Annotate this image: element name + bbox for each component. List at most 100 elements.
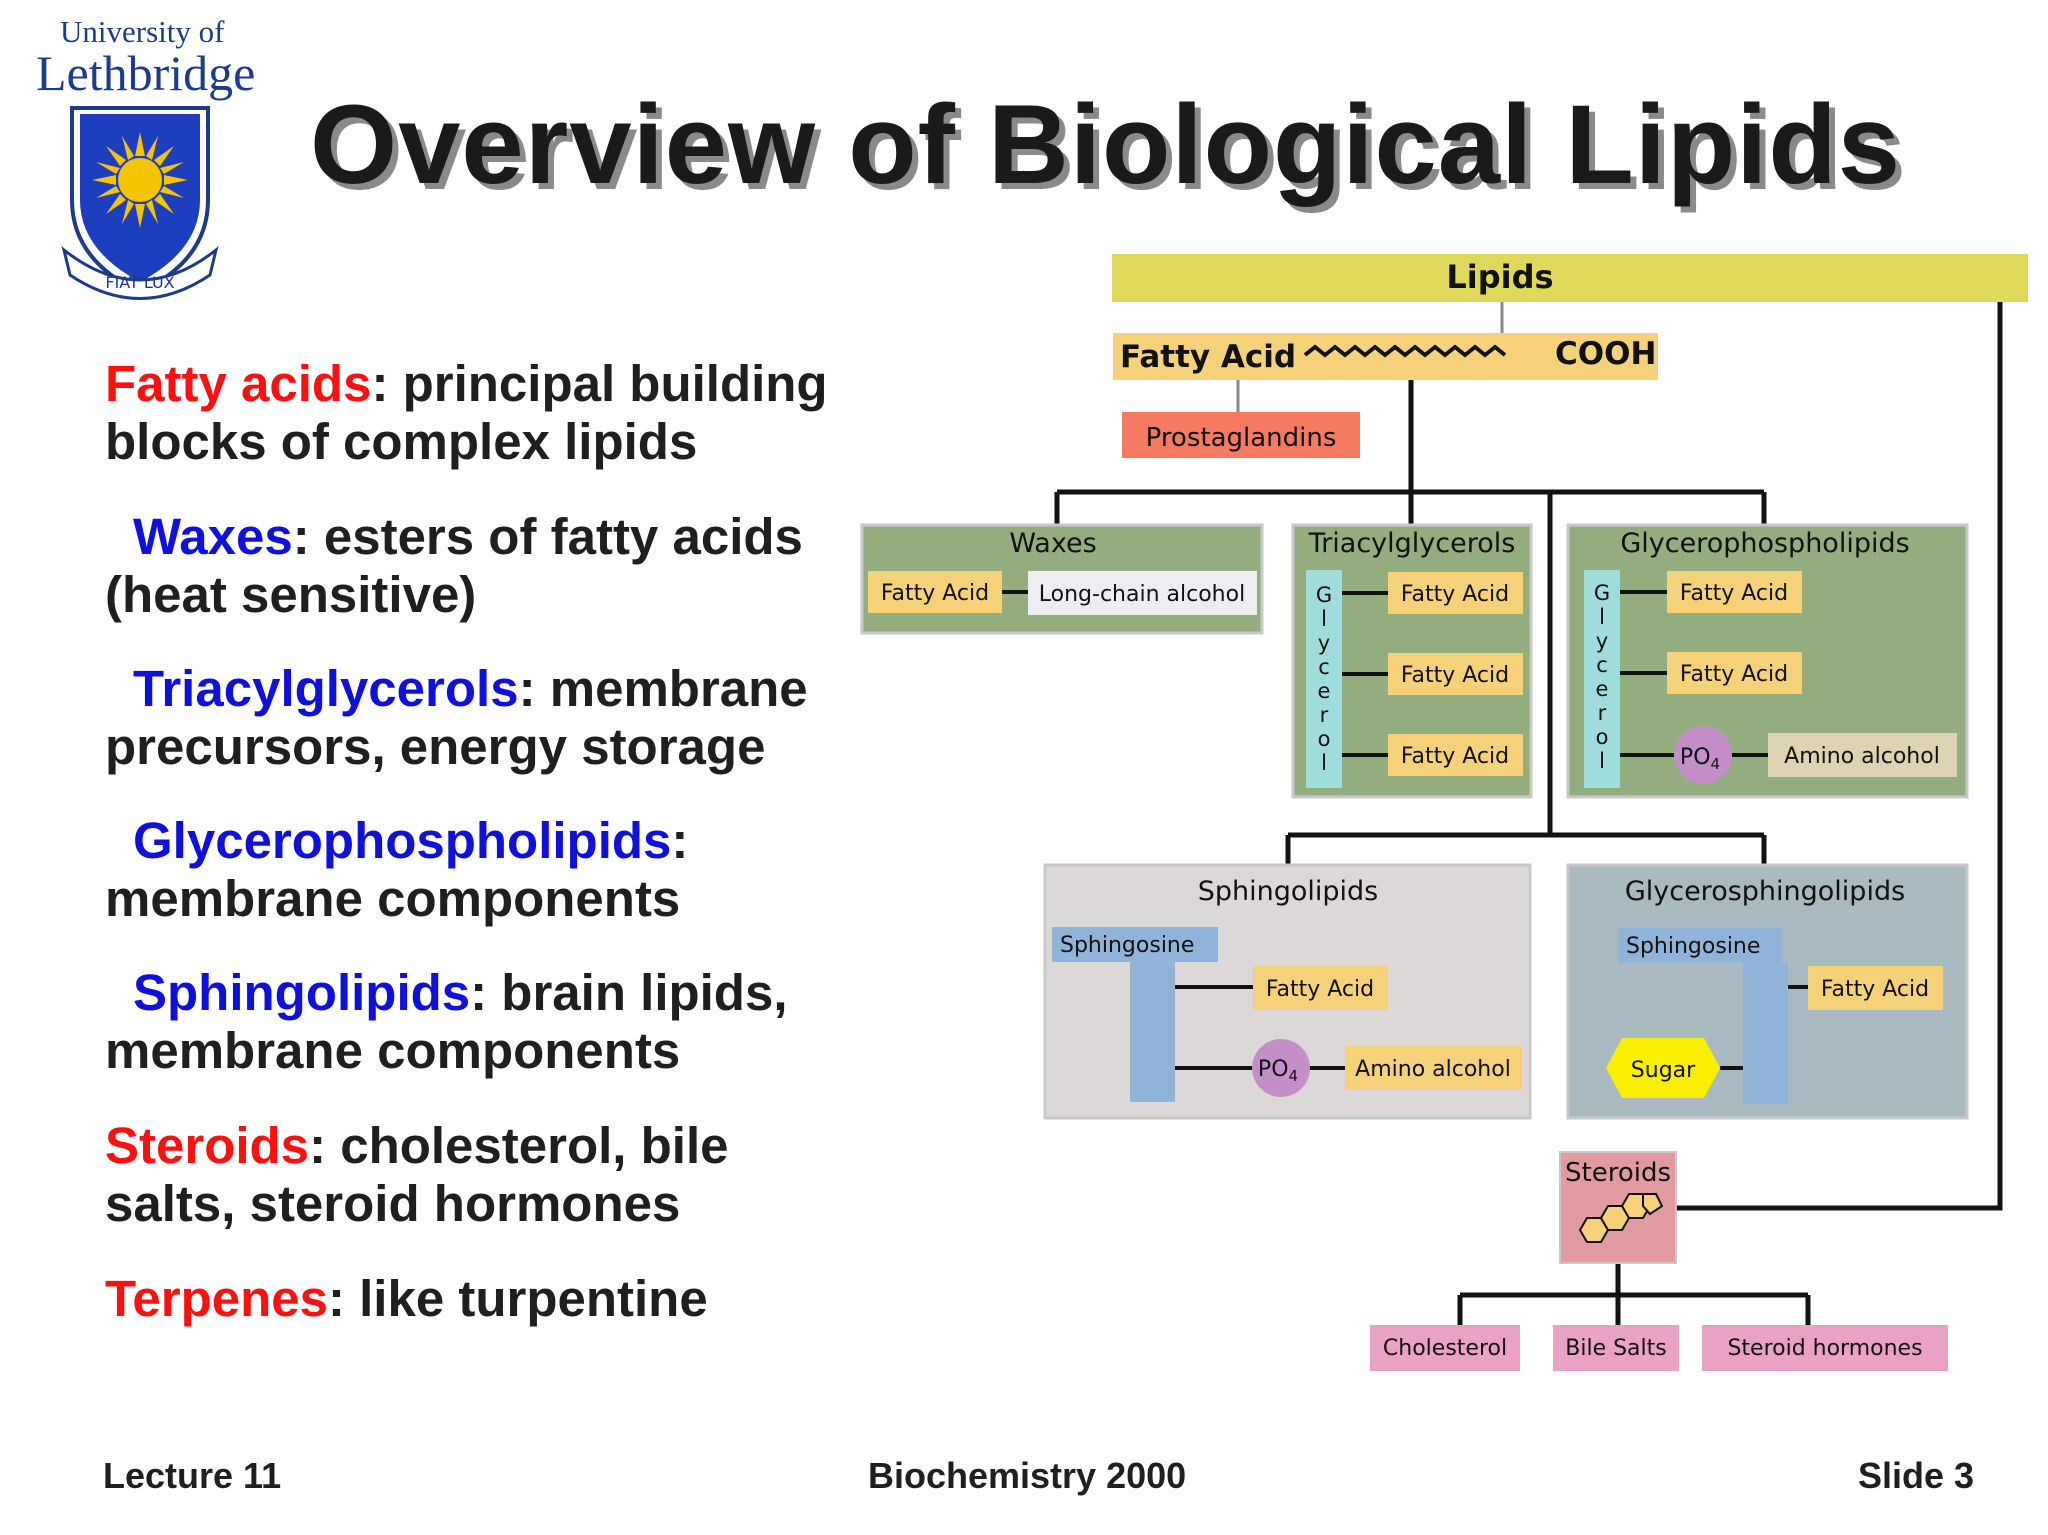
po4-label: PO4 <box>1680 745 1720 773</box>
bullet-term: Steroids <box>105 1117 310 1174</box>
steroid-hormones-box <box>1702 1325 1948 1371</box>
motto-ribbon <box>61 246 219 300</box>
svg-text:y: y <box>1596 629 1608 653</box>
svg-text:G: G <box>1316 583 1332 607</box>
bullet-term: Sphingolipids <box>133 964 471 1021</box>
long-chain-alcohol-label: Long-chain alcohol <box>1039 582 1245 607</box>
bullet-term: Terpenes <box>105 1270 328 1327</box>
svg-text:e: e <box>1318 679 1331 703</box>
bullet-term: Triacylglycerols <box>133 660 519 717</box>
glycerosphingolipids-title: Glycerosphingolipids <box>1625 876 1905 907</box>
po4-label: PO4 <box>1258 1057 1298 1085</box>
lipids-label: Lipids <box>1446 258 1553 296</box>
svg-text:o: o <box>1318 727 1331 751</box>
fatty-acid-box <box>1253 966 1388 1010</box>
amino-alcohol-label: Amino alcohol <box>1784 744 1940 769</box>
bullet-desc: : principal building blocks of complex l… <box>105 355 828 470</box>
svg-text:c: c <box>1318 655 1330 679</box>
footer-course: Biochemistry 2000 <box>868 1455 1187 1496</box>
fatty-acid-label: Fatty Acid <box>1680 662 1788 687</box>
university-crest-logo: FIAT LUX <box>61 106 219 300</box>
fatty-acid-box <box>1388 653 1523 695</box>
sphingosine-backbone <box>1052 927 1218 1102</box>
phosphate-circle <box>1252 1039 1310 1097</box>
fatty-acid-label: Fatty Acid <box>1680 581 1788 606</box>
fatty-acid-label: Fatty Acid <box>1401 582 1509 607</box>
amino-alcohol-box <box>1345 1046 1522 1090</box>
sphingosine-label: Sphingosine <box>1626 934 1760 959</box>
bullet-sphingolipids: Sphingolipids: brain lipids, membrane co… <box>105 964 865 1080</box>
fatty-acid-label: Fatty Acid <box>881 581 989 606</box>
fatty-acid-box <box>1388 734 1523 776</box>
bullet-term: Fatty acids <box>105 355 372 412</box>
bullet-desc: : like turpentine <box>327 1270 708 1327</box>
page-title: Overview of Biological Lipids <box>310 82 1902 207</box>
glycerol-backbone <box>1306 570 1342 788</box>
prostaglandins-label: Prostaglandins <box>1146 423 1337 453</box>
fatty-acid-box <box>1388 572 1523 614</box>
svg-text:c: c <box>1596 653 1608 677</box>
footer-slide-number: Slide 3 <box>1858 1455 1975 1496</box>
steroid-rings-icon <box>1578 1193 1664 1243</box>
amino-alcohol-box <box>1768 733 1957 777</box>
cooh-label: COOH <box>1555 336 1656 372</box>
bile-salts-label: Bile Salts <box>1565 1336 1667 1361</box>
fatty-acid-box <box>868 571 1002 613</box>
bullet-desc: : esters of fatty acids (heat sensitive) <box>105 508 803 623</box>
sphingolipids-title: Sphingolipids <box>1198 876 1379 907</box>
sun-icon <box>92 132 188 228</box>
prostaglandins-box <box>1122 412 1360 458</box>
cholesterol-box <box>1370 1325 1520 1371</box>
svg-text:G: G <box>1594 581 1610 605</box>
fatty-acid-label: Fatty Acid <box>1821 977 1929 1002</box>
svg-text:y: y <box>1318 631 1330 655</box>
bile-salts-box <box>1553 1325 1679 1371</box>
lipids-bar <box>1112 254 2028 302</box>
bullet-desc: : brain lipids, membrane components <box>105 964 788 1079</box>
amino-alcohol-label: Amino alcohol <box>1355 1057 1511 1082</box>
svg-text:r: r <box>1320 703 1329 727</box>
glycerophospholipids-title: Glycerophospholipids <box>1620 528 1909 559</box>
sugar-hexagon <box>1606 1038 1720 1098</box>
svg-text:l: l <box>1321 751 1327 775</box>
long-chain-alcohol-box <box>1028 571 1257 615</box>
cholesterol-label: Cholesterol <box>1383 1336 1507 1361</box>
bullet-term: Glycerophospholipids <box>133 812 672 869</box>
bullet-terpenes: Terpenes: like turpentine <box>105 1270 865 1328</box>
svg-text:l: l <box>1599 749 1605 773</box>
bullet-desc: : cholesterol, bile salts, steroid hormo… <box>105 1117 729 1232</box>
triacylglycerols-title: Triacylglycerols <box>1308 528 1516 559</box>
fatty-acid-box <box>1667 571 1802 613</box>
glycerol-letters: Glyc erol <box>1594 581 1610 773</box>
svg-text:l: l <box>1599 605 1605 629</box>
waxes-title: Waxes <box>1009 528 1096 559</box>
svg-text:l: l <box>1321 607 1327 631</box>
sphingosine-backbone <box>1618 928 1788 1104</box>
fatty-acid-label: Fatty Acid <box>1266 977 1374 1002</box>
glycerol-letters: Glyc erol <box>1316 583 1332 775</box>
sphingosine-label: Sphingosine <box>1060 933 1194 958</box>
bullet-desc: : membrane components <box>105 812 689 927</box>
svg-text:r: r <box>1598 701 1607 725</box>
phosphate-circle <box>1674 726 1732 784</box>
logo-motto: FIAT LUX <box>105 273 174 292</box>
connector-lines <box>1054 302 2003 1325</box>
fatty-acid-label: Fatty Acid <box>1401 663 1509 688</box>
svg-text:e: e <box>1596 677 1609 701</box>
sugar-label: Sugar <box>1631 1058 1696 1083</box>
logo-university-text: University of <box>60 14 225 49</box>
bullet-glycerophospholipids: Glycerophospholipids: membrane component… <box>105 812 865 928</box>
bullet-steroids: Steroids: cholesterol, bile salts, stero… <box>105 1117 865 1233</box>
svg-text:o: o <box>1596 725 1609 749</box>
steroids-label: Steroids <box>1565 1158 1671 1188</box>
bullet-triacylglycerols: Triacylglycerols: membrane precursors, e… <box>105 660 865 776</box>
fatty-acid-box <box>1808 966 1943 1010</box>
fatty-acid-label: Fatty Acid <box>1401 744 1509 769</box>
bullet-fatty-acids: Fatty acids: principal building blocks o… <box>105 355 865 471</box>
footer-lecture: Lecture 11 <box>103 1455 282 1496</box>
bullet-waxes: Waxes: esters of fatty acids (heat sensi… <box>105 508 865 624</box>
bullet-desc: : membrane precursors, energy storage <box>105 660 808 775</box>
fatty-acid-label: Fatty Acid <box>1120 339 1296 375</box>
bullet-term: Waxes <box>133 508 293 565</box>
